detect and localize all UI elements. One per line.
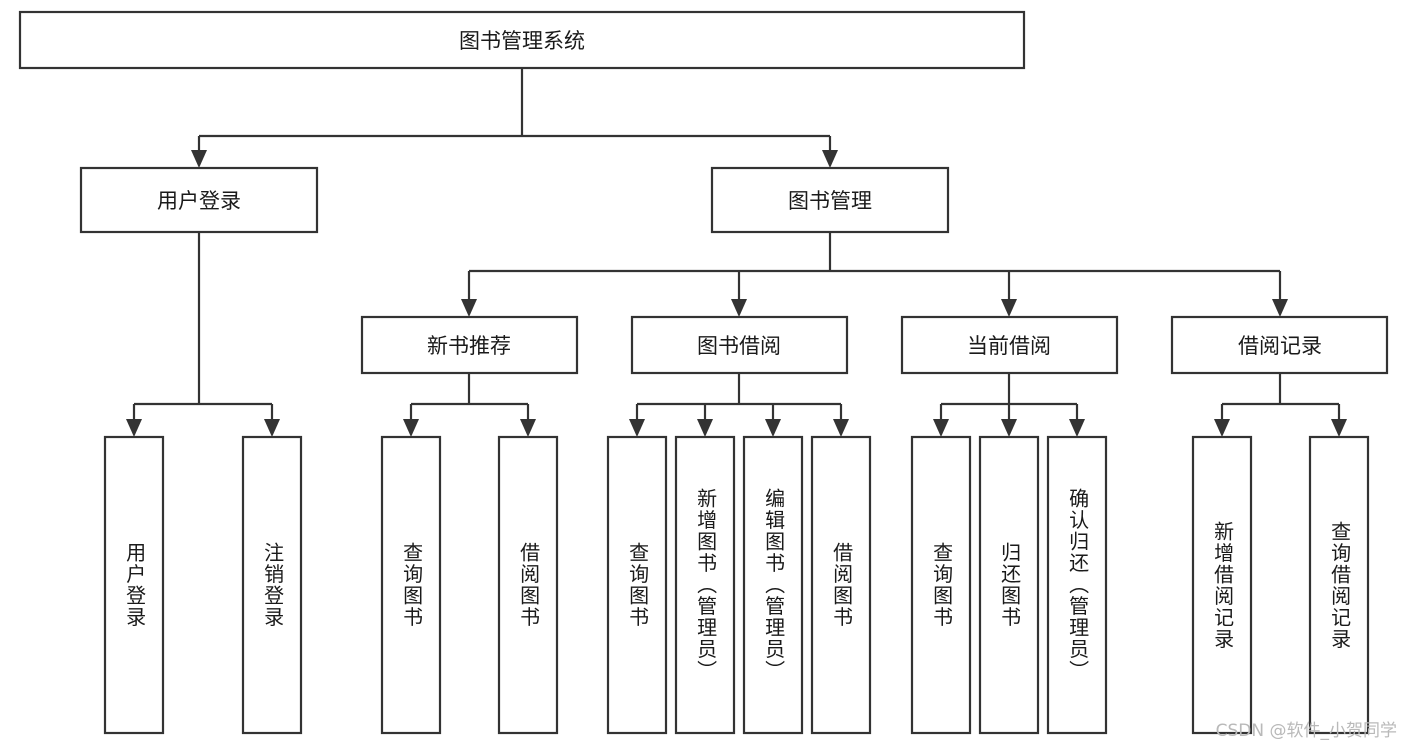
node-new-book-label: 新书推荐	[427, 334, 511, 358]
leaf-box-bb-edit[interactable]	[742, 435, 804, 735]
node-book-borrow-box[interactable]	[630, 315, 849, 375]
leaf-box-cb-query[interactable]	[910, 435, 972, 735]
node-root-box[interactable]	[18, 10, 1026, 70]
arrowhead-leaf-user-login	[126, 419, 142, 437]
arrowhead-borrowrecord-leaf1	[1214, 419, 1230, 437]
leaf-box-nb-borrow[interactable]	[497, 435, 559, 735]
leaf-box-nb-query[interactable]	[380, 435, 442, 735]
arrowhead-new-book	[461, 299, 477, 317]
watermark-text: CSDN @软件_小贺同学	[1215, 721, 1397, 741]
node-borrow-record-label: 借阅记录	[1238, 334, 1322, 358]
node-borrow-record-box[interactable]	[1170, 315, 1389, 375]
arrowhead-book-borrow	[731, 299, 747, 317]
arrowhead-borrow-record	[1272, 299, 1288, 317]
arrowhead-bookborrow-leaf2	[697, 419, 713, 437]
arrowhead-borrowrecord-leaf2	[1331, 419, 1347, 437]
arrowhead-newbook-leaf2	[520, 419, 536, 437]
arrowhead-current-borrow	[1001, 299, 1017, 317]
arrowhead-currentborrow-leaf3	[1069, 419, 1085, 437]
arrowhead-bookborrow-leaf4	[833, 419, 849, 437]
arrowhead-bookborrow-leaf3	[765, 419, 781, 437]
node-current-borrow-box[interactable]	[900, 315, 1119, 375]
leaf-box-bb-query[interactable]	[606, 435, 668, 735]
node-root-label: 图书管理系统	[459, 29, 585, 53]
leaf-box-bb-add[interactable]	[674, 435, 736, 735]
node-current-borrow-label: 当前借阅	[967, 334, 1051, 358]
connector-group	[126, 68, 1347, 437]
leaf-box-logout[interactable]	[241, 435, 303, 735]
arrowhead-currentborrow-leaf2	[1001, 419, 1017, 437]
leaf-box-user-login[interactable]	[103, 435, 165, 735]
leaf-box-cb-confirm[interactable]	[1046, 435, 1108, 735]
leaf-box-cb-return[interactable]	[978, 435, 1040, 735]
node-book-mgmt-box[interactable]	[710, 166, 950, 234]
leaf-box-br-query[interactable]	[1308, 435, 1370, 735]
node-book-mgmt-label: 图书管理	[788, 189, 872, 213]
arrowhead-leaf-logout	[264, 419, 280, 437]
horizontal-label-group: 图书管理系统 用户登录 图书管理 新书推荐 图书借阅 当前借阅 借阅记录	[157, 29, 1322, 358]
arrowhead-currentborrow-leaf1	[933, 419, 949, 437]
node-user-login-box[interactable]	[79, 166, 319, 234]
arrowhead-user-login	[191, 150, 207, 168]
leaf-box-bb-borrow[interactable]	[810, 435, 872, 735]
node-book-borrow-label: 图书借阅	[697, 334, 781, 358]
node-box-group	[18, 10, 1389, 735]
arrowhead-bookborrow-leaf1	[629, 419, 645, 437]
arrowhead-newbook-leaf1	[403, 419, 419, 437]
arrowhead-book-mgmt	[822, 150, 838, 168]
leaf-box-br-add[interactable]	[1191, 435, 1253, 735]
node-new-book-box[interactable]	[360, 315, 579, 375]
node-user-login-label: 用户登录	[157, 189, 241, 213]
